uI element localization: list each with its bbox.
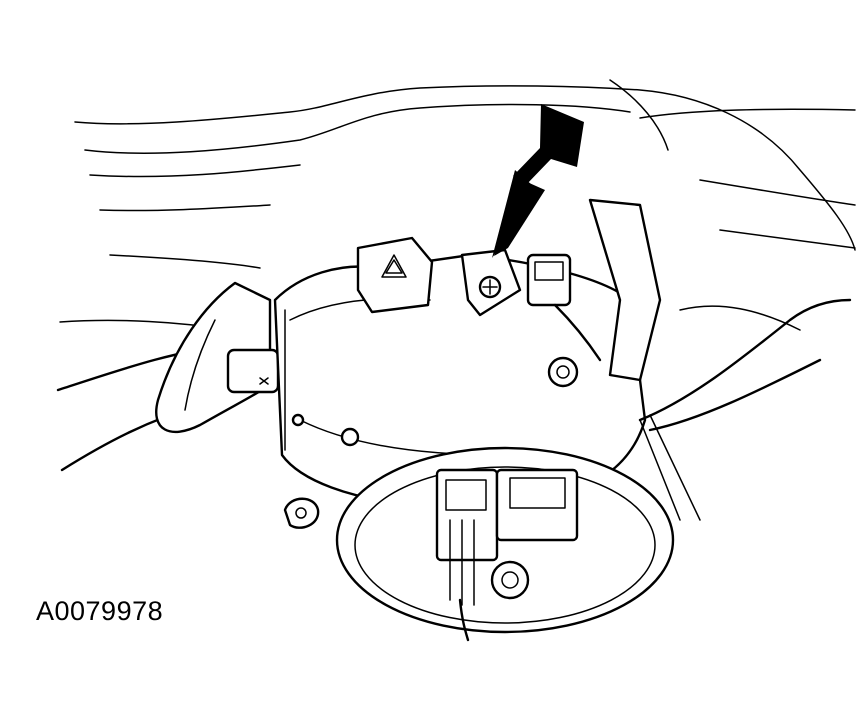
center-connector	[435, 468, 579, 642]
mounting-tab	[283, 497, 320, 529]
figure-id-label: A0079978	[36, 596, 164, 626]
wiring-right	[638, 298, 852, 432]
dashboard-outline	[59, 79, 856, 331]
arrow-icon	[492, 104, 584, 258]
hazard-switch	[356, 236, 434, 314]
right-connector	[526, 198, 701, 521]
switch-housing	[273, 253, 647, 507]
hazard-triangle-icon	[381, 254, 407, 278]
left-bracket	[155, 281, 280, 434]
